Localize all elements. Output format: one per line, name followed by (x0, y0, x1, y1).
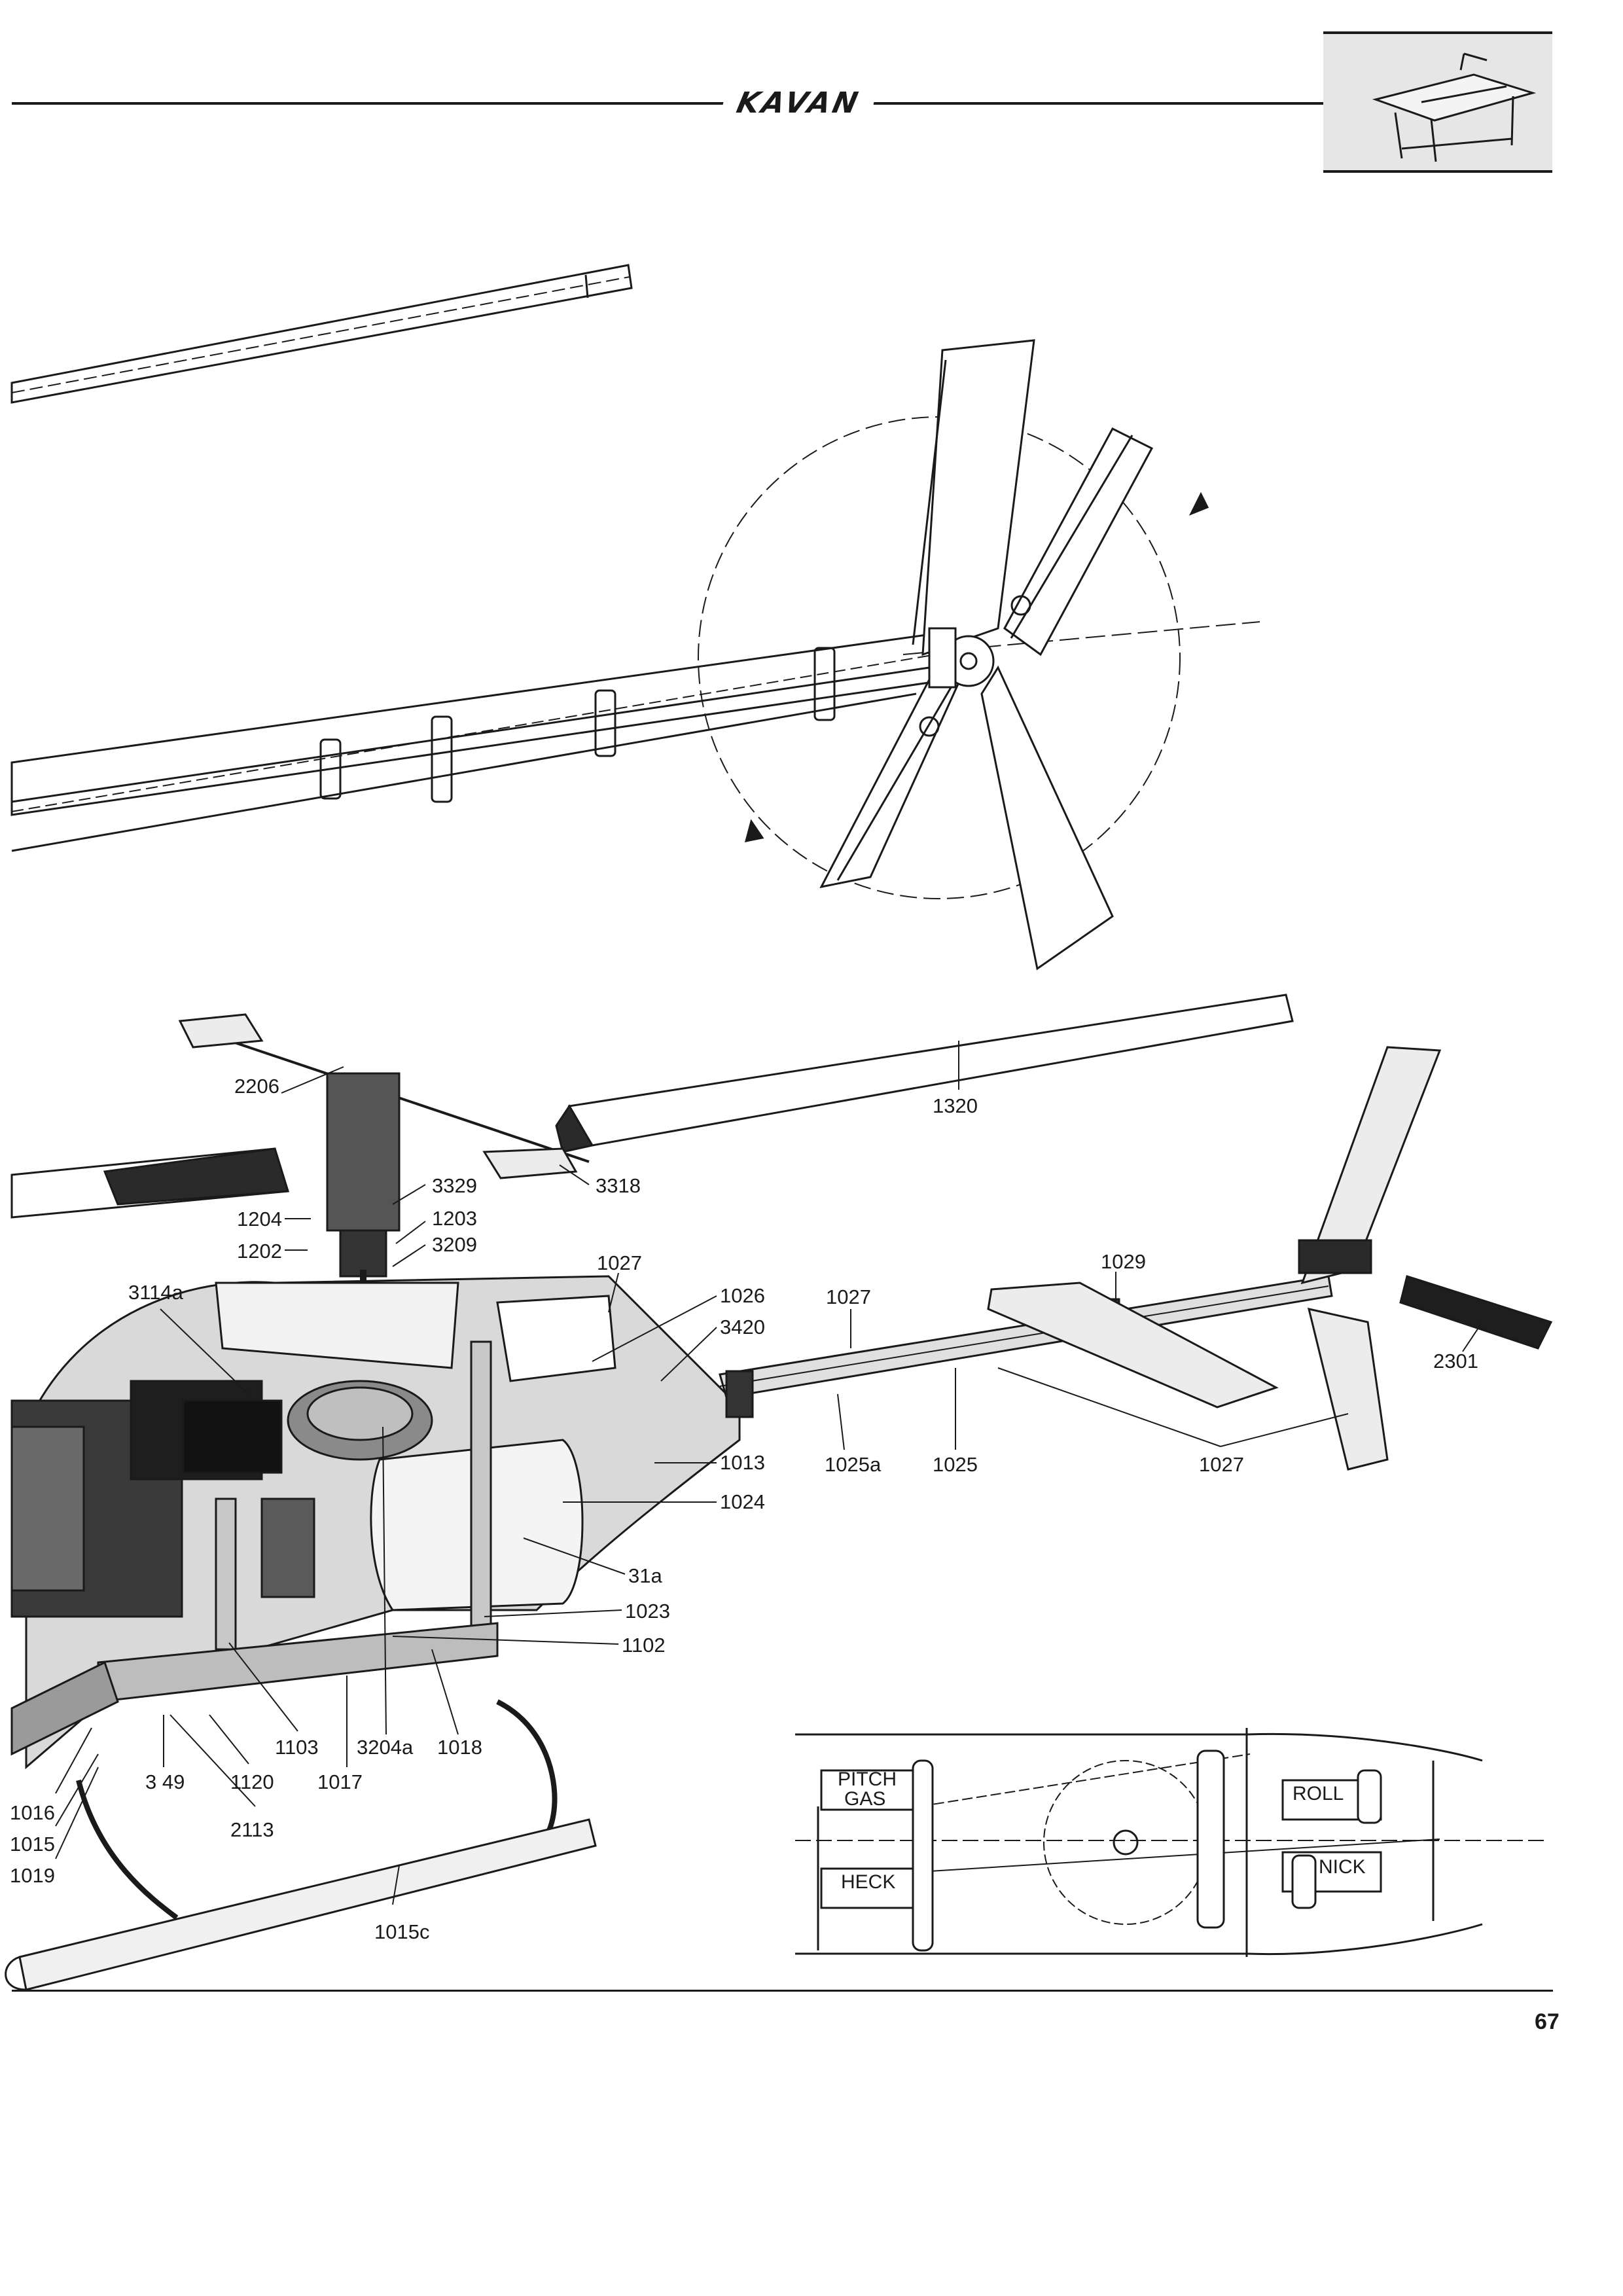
callout-labels: 1320 2206 3318 3329 1204 1203 1202 3209 … (10, 1075, 1478, 1943)
callout-leaders (55, 1041, 1483, 1905)
callout-1016: 1016 (10, 1801, 55, 1824)
callout-3329: 3329 (432, 1174, 477, 1197)
servo-label-heck: HECK (841, 1871, 895, 1893)
servo-labels: PITCH GAS ROLL HECK NICK (838, 1768, 1366, 1893)
callout-3114a: 3114a (128, 1281, 184, 1304)
page-number: 67 (1535, 2009, 1560, 2034)
callout-1320: 1320 (933, 1094, 978, 1117)
callout-1026: 1026 (720, 1284, 765, 1307)
callout-31a: 31a (628, 1564, 662, 1587)
callout-1013: 1013 (720, 1451, 765, 1474)
callout-1027-mid: 1027 (826, 1285, 871, 1308)
callout-2206: 2206 (234, 1075, 279, 1098)
callout-1029: 1029 (1101, 1250, 1146, 1273)
servo-label-roll: ROLL (1293, 1783, 1344, 1804)
servo-layout-diagram (795, 1728, 1548, 1957)
lower-mechanics-drawing (5, 994, 1553, 1991)
callout-1103: 1103 (275, 1736, 319, 1759)
servo-label-nick: NICK (1319, 1856, 1366, 1878)
servo-label-gas: GAS (844, 1788, 885, 1810)
callout-1204: 1204 (237, 1208, 282, 1230)
header-rule (12, 102, 1323, 105)
chapter-thumbnail (1323, 31, 1552, 173)
upper-tail-rotor-drawing (10, 264, 1260, 971)
callout-1019: 1019 (10, 1864, 55, 1887)
callout-3420: 3420 (720, 1316, 765, 1338)
callout-1203: 1203 (432, 1207, 477, 1230)
callout-3149: 3 49 (145, 1770, 185, 1793)
callout-1018: 1018 (437, 1736, 482, 1759)
callout-3209: 3209 (432, 1233, 477, 1256)
callout-3318: 3318 (596, 1174, 641, 1197)
callout-1202: 1202 (237, 1240, 282, 1263)
callout-3204a: 3204a (357, 1736, 414, 1759)
callout-1027-top: 1027 (597, 1251, 642, 1274)
callout-1025a: 1025a (825, 1453, 882, 1476)
callout-1102: 1102 (622, 1634, 666, 1657)
callout-1015c: 1015c (374, 1920, 429, 1943)
servo-label-pitch: PITCH (838, 1768, 897, 1790)
callout-1024: 1024 (720, 1490, 765, 1513)
callout-1017: 1017 (317, 1770, 363, 1793)
workbench-thumbnail-icon (1372, 52, 1537, 162)
callout-2113: 2113 (230, 1818, 274, 1841)
callout-1023: 1023 (625, 1600, 670, 1623)
callout-1120: 1120 (230, 1770, 274, 1793)
callout-1027-low: 1027 (1199, 1453, 1244, 1476)
callout-1015: 1015 (10, 1833, 55, 1856)
callout-1025: 1025 (933, 1453, 978, 1476)
callout-2301: 2301 (1433, 1350, 1478, 1372)
footer-rule (12, 1990, 1553, 1992)
